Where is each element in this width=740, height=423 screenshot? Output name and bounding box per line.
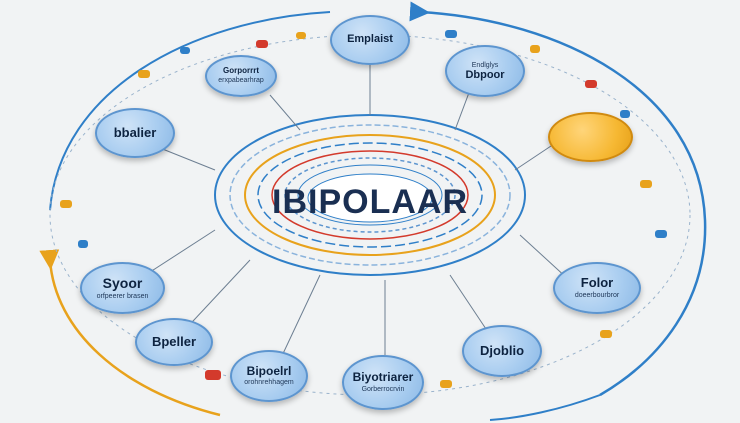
ring-3	[244, 134, 496, 256]
node-right-orange[interactable]	[548, 112, 633, 162]
decor-chip	[60, 200, 72, 208]
ring-7	[297, 164, 443, 226]
node-title: Syoor	[102, 274, 143, 291]
node-subtitle: Gorberrocrvin	[361, 385, 405, 393]
node-left-lower[interactable]: Syoor orfpeerer brasen	[80, 262, 165, 314]
ring-4	[257, 142, 483, 248]
ring-2	[229, 124, 511, 266]
node-title: Folor	[580, 275, 614, 291]
node-title: Emplaist	[347, 33, 393, 46]
outer-cycle-arrow-left	[49, 11, 331, 211]
node-title: Djoblio	[479, 343, 525, 359]
decor-chip	[180, 47, 190, 54]
node-subtitle: erxpabearhrap	[218, 77, 264, 85]
node-subtitle: doeerbourbror	[574, 291, 620, 299]
node-top[interactable]: Emplaist	[330, 15, 410, 65]
decor-chip	[530, 45, 540, 53]
decor-chip	[440, 380, 452, 388]
node-bottom-center[interactable]: Biyotriarer Gorberrocrvin	[342, 355, 424, 410]
center-disc	[307, 173, 433, 223]
node-bottom-left-2[interactable]: Bipoelrl orohnrehhagem	[230, 350, 308, 402]
node-subtitle: Endlglys	[471, 62, 499, 70]
node-left[interactable]: bbalier	[95, 108, 175, 158]
decor-chip	[620, 110, 630, 118]
decor-chip	[78, 240, 88, 248]
node-title: Bipoelrl	[246, 363, 292, 378]
outer-cycle-arrow-bottom-right	[489, 394, 601, 421]
decor-chip	[205, 370, 221, 380]
decor-chip	[655, 230, 667, 238]
outer-cycle-arrow-bottom-left	[39, 249, 221, 417]
node-title: Bpeller	[151, 334, 197, 350]
center-title: IBIPOLAAR	[272, 183, 468, 221]
node-subtitle: orfpeerer brasen	[96, 292, 149, 300]
decor-chip	[256, 40, 268, 48]
node-bottom-right[interactable]: Djoblio	[462, 325, 542, 377]
ring-6	[284, 157, 456, 233]
node-right-lower[interactable]: Folor doeerbourbror	[553, 262, 641, 314]
node-upper-left[interactable]: Gorporrrt erxpabearhrap	[205, 55, 277, 97]
outer-cycle-arrow-right	[409, 1, 707, 397]
node-title: Biyotriarer	[352, 370, 414, 385]
decor-chip	[600, 330, 612, 338]
node-bottom-left-1[interactable]: Bpeller	[135, 318, 213, 366]
node-title: Gorporrrt	[223, 65, 259, 75]
node-upper-right[interactable]: Endlglys Dbpoor	[445, 45, 525, 97]
ring-5	[271, 150, 469, 240]
decor-chip	[138, 70, 150, 78]
decor-chip	[445, 30, 457, 38]
decor-chip	[585, 80, 597, 88]
node-title: bbalier	[113, 125, 157, 141]
node-title: Dbpoor	[465, 69, 505, 82]
node-subtitle: orohnrehhagem	[244, 379, 294, 387]
decor-chip	[296, 32, 306, 39]
decor-chip	[640, 180, 652, 188]
